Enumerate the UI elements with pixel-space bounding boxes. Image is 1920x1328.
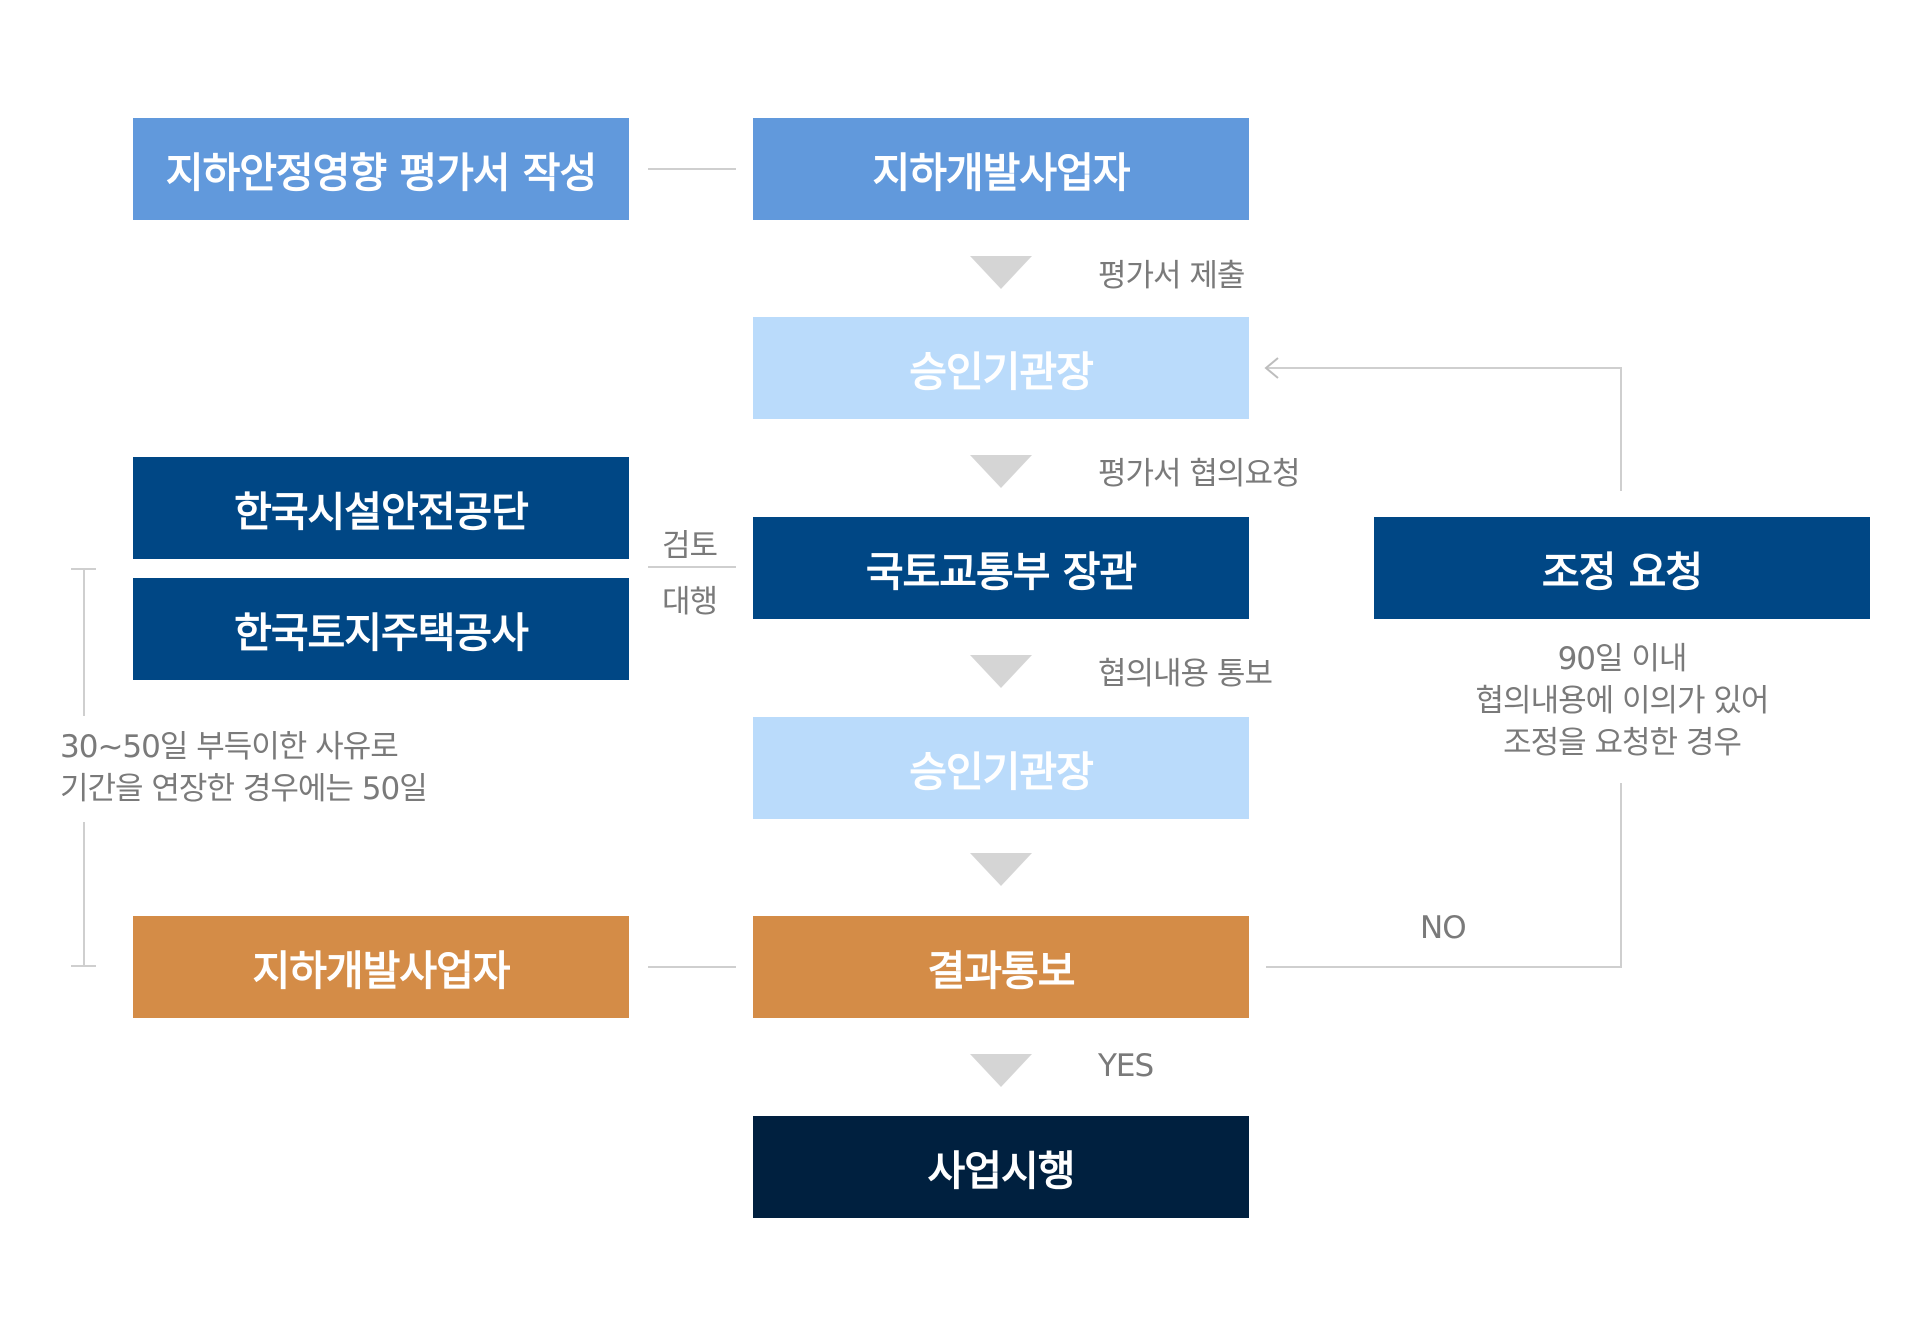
kalis-box: 한국시설안전공단 bbox=[133, 457, 629, 559]
adjust-request-label: 조정 요청 bbox=[1541, 548, 1703, 596]
connector-review bbox=[648, 566, 736, 568]
kalis-label: 한국시설안전공단 bbox=[234, 488, 529, 536]
adjust-note: 90일 이내 협의내용에 이의가 있어 조정을 요청한 경우 bbox=[1374, 638, 1870, 764]
approver-box-1: 승인기관장 bbox=[753, 317, 1249, 419]
arrow-down-icon bbox=[970, 1054, 1032, 1087]
minister-box: 국토교통부 장관 bbox=[753, 517, 1249, 619]
bracket-bottom-tick bbox=[71, 965, 96, 967]
execution-box: 사업시행 bbox=[753, 1116, 1249, 1218]
adjust-note-line3: 조정을 요청한 경우 bbox=[1503, 725, 1742, 761]
developer-label: 지하개발사업자 bbox=[872, 149, 1130, 197]
adjust-note-line2: 협의내용에 이의가 있어 bbox=[1475, 683, 1770, 719]
execution-label: 사업시행 bbox=[927, 1147, 1076, 1195]
no-path-up-line bbox=[1620, 783, 1622, 968]
no-path-line bbox=[1266, 966, 1622, 968]
step1-label: 평가서 제출 bbox=[1098, 258, 1245, 294]
arrow-down-icon bbox=[970, 455, 1032, 488]
arrow-down-icon bbox=[970, 655, 1032, 688]
minister-label: 국토교통부 장관 bbox=[865, 548, 1137, 596]
arrow-down-icon bbox=[970, 853, 1032, 886]
bracket-lower-line bbox=[83, 822, 85, 966]
review-top-label: 검토 bbox=[662, 528, 718, 564]
no-label: NO bbox=[1420, 910, 1467, 946]
developer-box: 지하개발사업자 bbox=[753, 118, 1249, 220]
period-note: 30~50일 부득이한 사유로 기간을 연장한 경우에는 50일 bbox=[60, 726, 428, 810]
period-note-line2: 기간을 연장한 경우에는 50일 bbox=[60, 771, 428, 807]
adjust-request-box: 조정 요청 bbox=[1374, 517, 1870, 619]
arrow-down-icon bbox=[970, 256, 1032, 289]
approver-box-2: 승인기관장 bbox=[753, 717, 1249, 819]
write-assessment-label: 지하안정영향 평가서 작성 bbox=[165, 149, 597, 197]
result-box: 결과통보 bbox=[753, 916, 1249, 1018]
bracket-upper-line bbox=[83, 568, 85, 716]
adjust-note-line1: 90일 이내 bbox=[1557, 641, 1688, 677]
period-note-line1: 30~50일 부득이한 사유로 bbox=[60, 729, 399, 765]
loop-up-line bbox=[1620, 367, 1622, 491]
approver-label-2: 승인기관장 bbox=[909, 748, 1094, 796]
step2-label: 평가서 협의요청 bbox=[1098, 456, 1300, 492]
review-bottom-label: 대행 bbox=[662, 584, 718, 620]
yes-label: YES bbox=[1098, 1048, 1154, 1084]
write-assessment-box: 지하안정영향 평가서 작성 bbox=[133, 118, 629, 220]
result-label: 결과통보 bbox=[927, 947, 1076, 995]
approver-label-1: 승인기관장 bbox=[909, 348, 1094, 396]
step3-label: 협의내용 통보 bbox=[1098, 656, 1273, 692]
lh-box: 한국토지주택공사 bbox=[133, 578, 629, 680]
lh-label: 한국토지주택공사 bbox=[234, 609, 529, 657]
developer-bottom-label: 지하개발사업자 bbox=[252, 947, 510, 995]
developer-bottom-box: 지하개발사업자 bbox=[133, 916, 629, 1018]
loop-top-line bbox=[1266, 367, 1622, 369]
connector-result-developer bbox=[648, 966, 736, 968]
arrow-left-icon bbox=[1264, 357, 1279, 379]
connector-assessment-developer bbox=[648, 168, 736, 170]
